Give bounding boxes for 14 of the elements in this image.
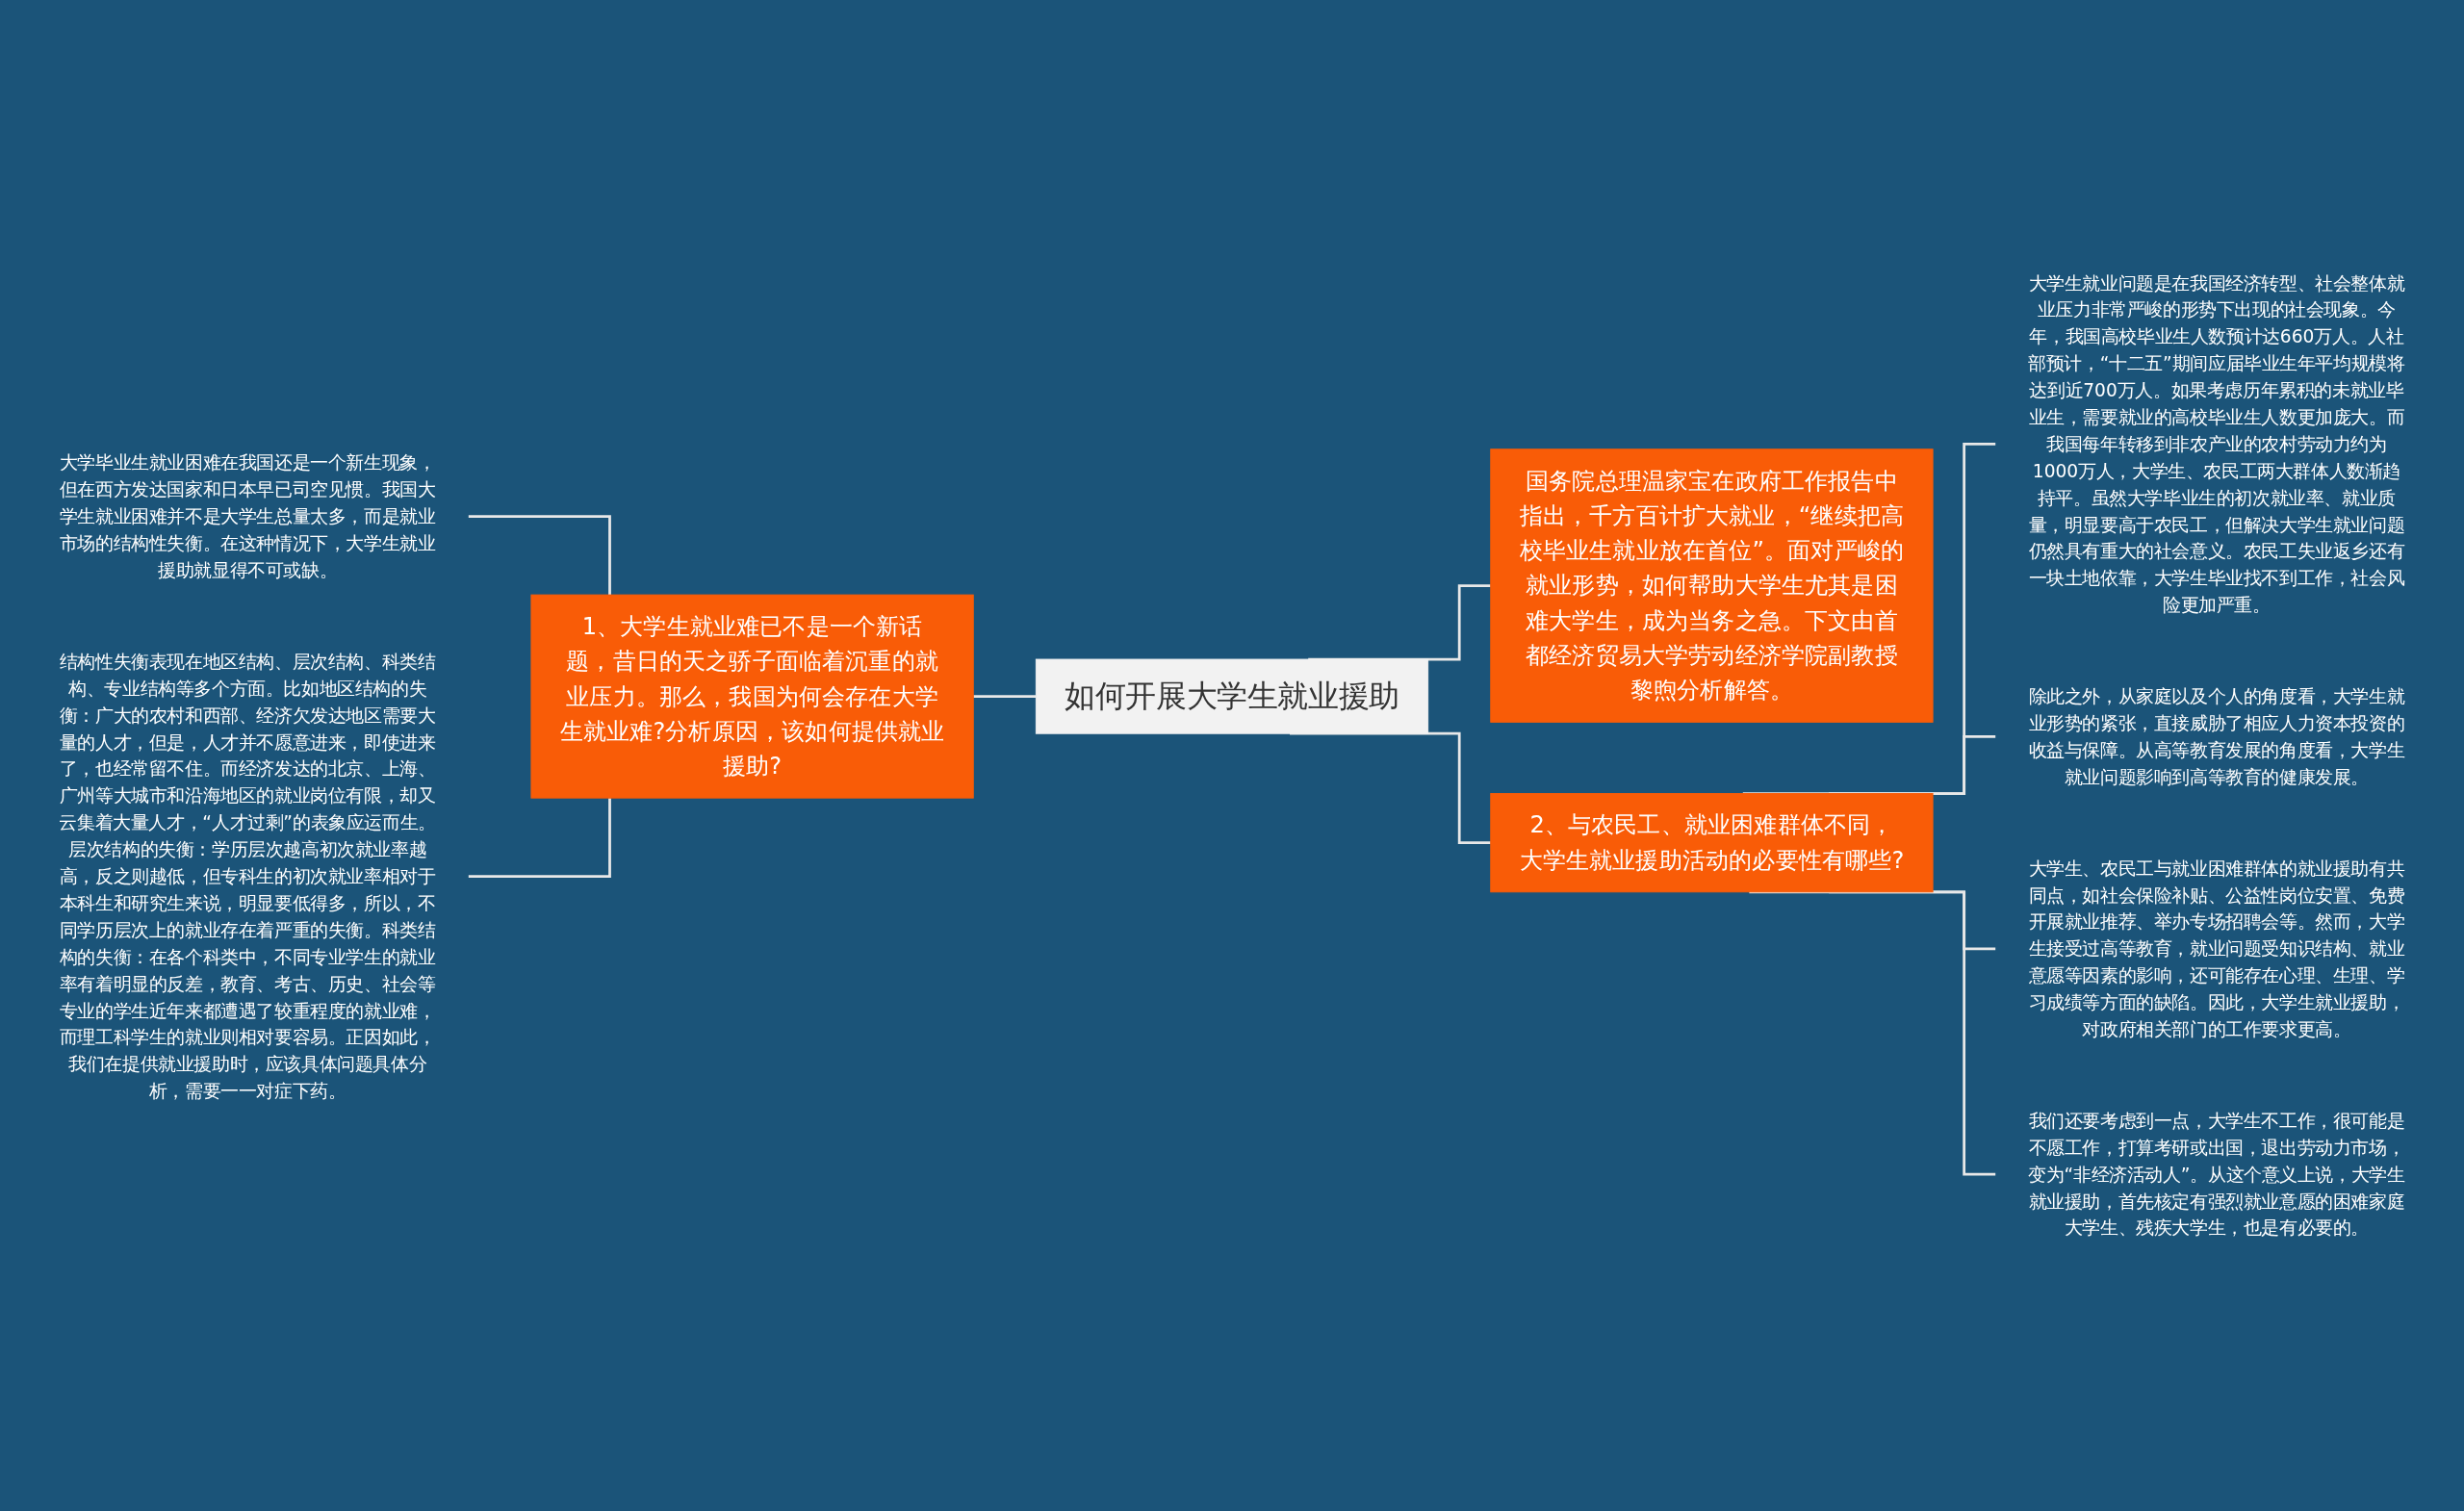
connector [468,515,611,596]
node-box: 如何开展大学生就业援助 [1035,658,1429,734]
node-text: 大学毕业生就业困难在我国还是一个新生现象，但在西方发达国家和日本早已司空见惯。我国大学生就业困难并不是大学生总量太多，而是就业市场的结构性失衡。在这种情况下，大学生就业援助就显得不可或缺。 [59,451,436,581]
connector [468,798,611,878]
node-text: 除此之外，从家庭以及个人的角度看，大学生就业形势的紧张，直接威胁了相应人力资本投资的收益与保障。从高等教育发展的角度看，大学生就业问题影响到高等教育的健康发展。 [2028,685,2405,788]
connector [973,695,1038,699]
node-box: 2、与农民工、就业困难群体不同，大学生就业援助活动的必要性有哪些? [1490,793,1934,893]
node-box: 1、大学生就业难已不是一个新话题，昔日的天之骄子面临着沉重的就业压力。那么，我国为何会存在大学生就业难?分析原因，该如何提供就业援助? [530,594,974,799]
node-box: 国务院总理温家宝在政府工作报告中指出，千方百计扩大就业，“继续把高校毕业生就业放在首位”。面对严峻的就业形势，如何帮助大学生尤其是困难大学生，成为当务之急。下文由首都经济贸易大学劳动经济学院副教授黎煦分析解答。 [1490,448,1934,723]
connector [1749,890,1997,1176]
node-text: 我们还要考虑到一点，大学生不工作，很可能是不愿工作，打算考研或出国，退出劳动力市场，变为“非经济活动人”。从这个意义上说，大学生就业援助，首先核定有强烈就业意愿的困难家庭大学生、残疾大学生，也是有必要的。 [2028,1110,2405,1240]
node-text: 大学生、农民工与就业困难群体的就业援助有共同点，如社会保险补贴、公益性岗位安置、免费开展就业推荐、举办专场招聘会等。然而，大学生接受过高等教育，就业问题受知识结构、就业意愿等因素的影响，还可能存在心理、生理、学习成绩等方面的缺陷。因此，大学生就业援助，对政府相关部门的工作要求更高。 [2028,858,2405,1040]
node-text: 大学生就业问题是在我国经济转型、社会整体就业压力非常严峻的形势下出现的社会现象。今年，我国高校毕业生人数预计达660万人。人社部预计，“十二五”期间应届毕业生年平均规模将达到近700万人。如果考虑历年累积的未就业毕业生，需要就业的高校毕业生人数更加庞大。而我国每年转移到非农产业的农村劳动力约为1000万人，大学生、农民工两大群体人数渐趋持平。虽然大学毕业生的初次就业率、就业质量，明显要高于农民工，但解决大学生就业问题仍然具有重大的社会意义。农民工失业返乡还有一块土地依靠，大学生毕业找不到工作，社会风险更加严重。 [2028,271,2405,616]
node-text: 结构性失衡表现在地区结构、层次结构、科类结构、专业结构等多个方面。比如地区结构的失衡：广大的农村和西部、经济欠发达地区需要大量的人才，但是，人才并不愿意进来，即使进来了，也经常留不住。而经济发达的北京、上海、广州等大城市和沿海地区的就业岗位有限，却又云集着大量人才，“人才过剩”的表象应运而生。层次结构的失衡：学历层次越高初次就业率越高，反之则越低，但专科生的初次就业率相对于本科生和研究生来说，明显要低得多，所以，不同学历层次上的就业存在着严重的失衡。科类结构的失衡：在各个科类中，不同专业学生的就业率有着明显的反差，教育、考古、历史、社会等专业的学生近年来都遭遇了较重程度的就业难，而理工科学生的就业则相对要容易。正因如此，我们在提供就业援助时，应该具体问题具体分析，需要一一对症下药。 [59,651,436,1102]
